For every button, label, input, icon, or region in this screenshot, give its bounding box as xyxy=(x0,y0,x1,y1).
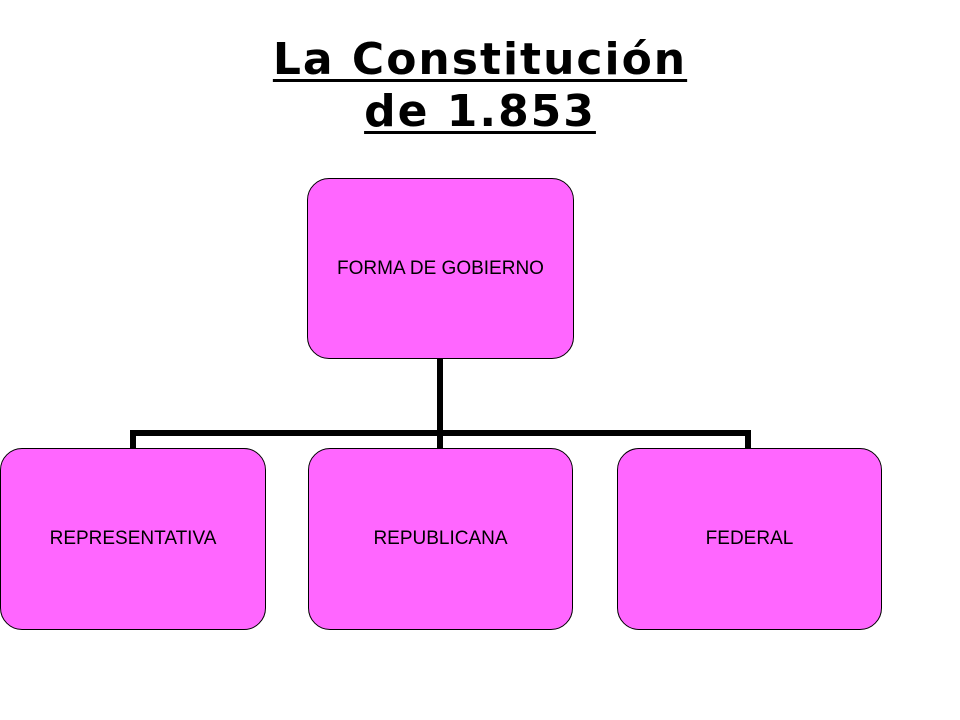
page-title: La Constitución de 1.853 xyxy=(0,34,960,138)
title-line-1: La Constitución xyxy=(272,34,688,85)
node-representativa: REPRESENTATIVA xyxy=(0,448,266,630)
title-line-2: de 1.853 xyxy=(364,86,596,137)
node-representativa-label: REPRESENTATIVA xyxy=(49,528,217,549)
node-forma-de-gobierno: FORMA DE GOBIERNO xyxy=(307,178,574,359)
node-federal-label: FEDERAL xyxy=(705,528,794,549)
node-forma-de-gobierno-label: FORMA DE GOBIERNO xyxy=(337,257,544,279)
node-republicana: REPUBLICANA xyxy=(308,448,573,630)
node-federal: FEDERAL xyxy=(617,448,882,630)
node-republicana-label: REPUBLICANA xyxy=(373,528,508,549)
